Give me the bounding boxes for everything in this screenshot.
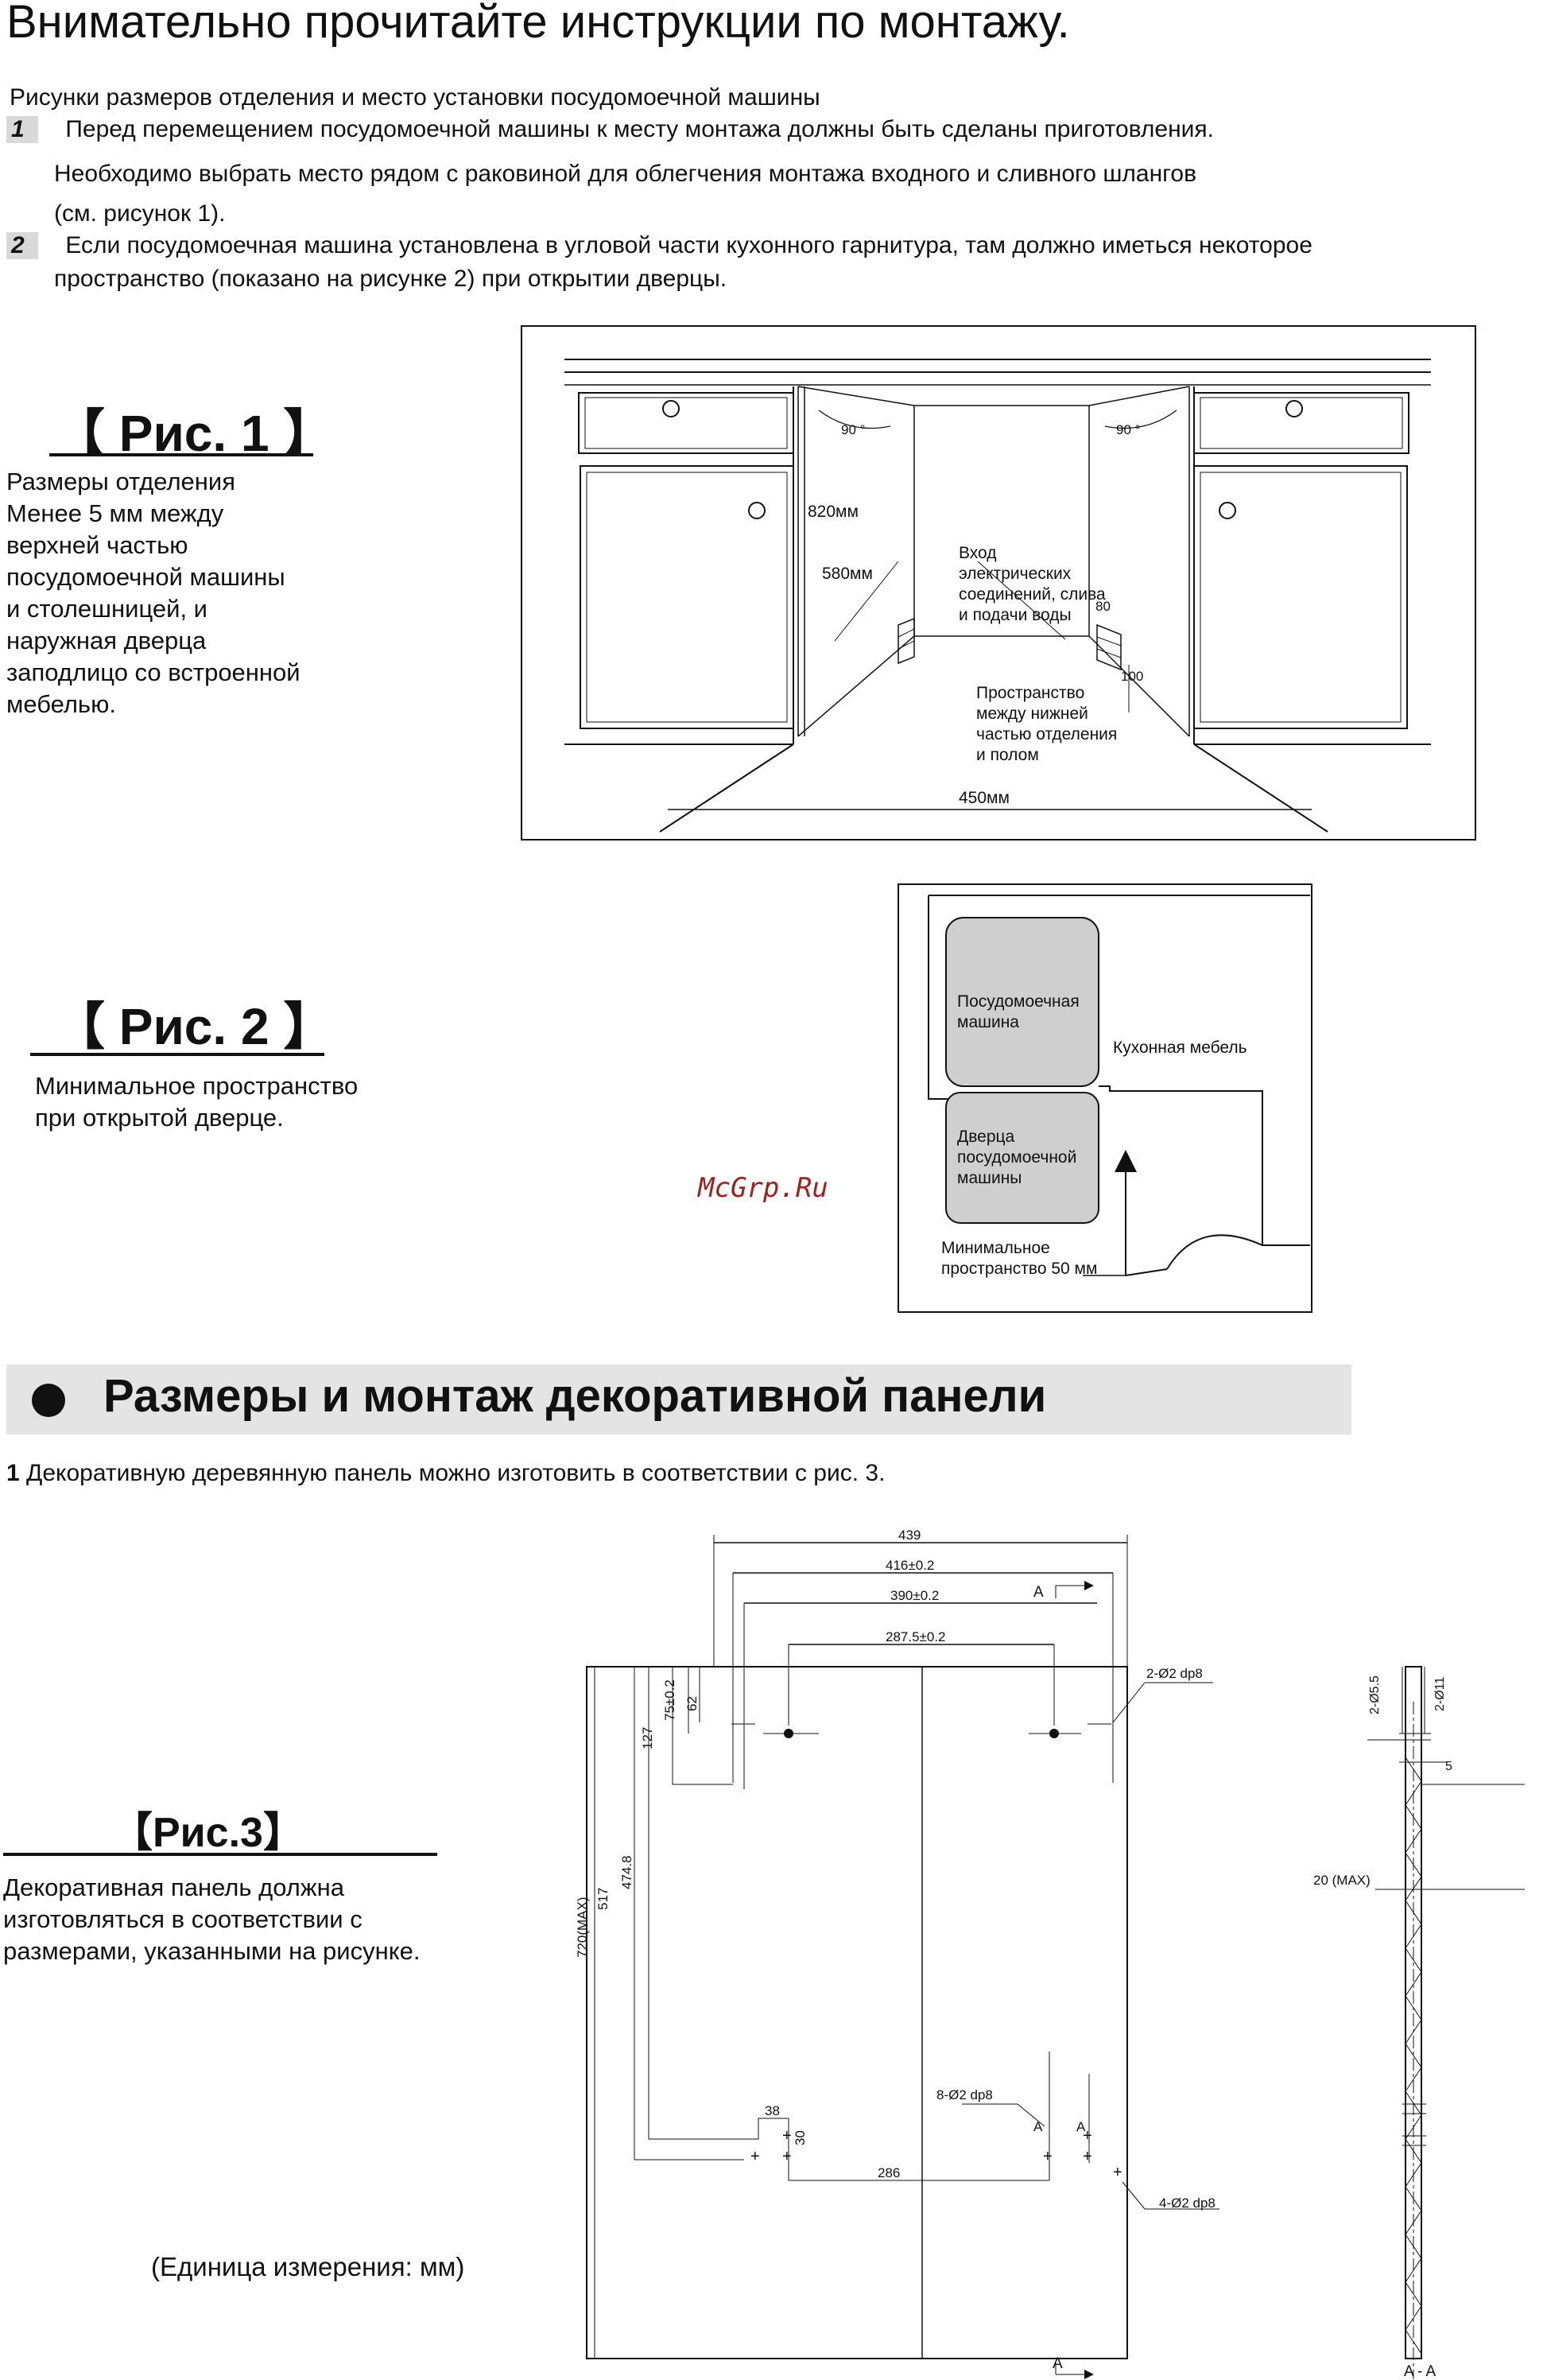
dim-38: 38 [765, 2103, 780, 2118]
fig1-title: 【 Рис. 1 】 [54, 405, 335, 462]
sec-dim-5: 5 [1445, 1760, 1452, 1773]
section-mark-bottom: A [1053, 2355, 1063, 2372]
svg-text:+: + [750, 2148, 760, 2165]
item-number: 1 [6, 116, 38, 143]
space-label-3: частью отделения [976, 725, 1117, 744]
space-label-2: между нижней [976, 705, 1088, 723]
hole-bot-label: 4-Ø2 dp8 [1159, 2196, 1216, 2211]
desc-line: мебелью. [6, 690, 116, 718]
dim-127: 127 [640, 1727, 655, 1749]
height-dim-label: 820мм [808, 503, 859, 521]
svg-text:+: + [782, 2148, 792, 2165]
space-label-1: Пространство [976, 684, 1084, 702]
section-band [6, 1365, 1351, 1435]
desc-line: при открытой дверце. [35, 1104, 284, 1132]
space-label-4: и полом [976, 746, 1039, 764]
dishwasher-label-2: машина [957, 1013, 1019, 1031]
hole-top-label: 2-Ø2 dp8 [1146, 1666, 1203, 1681]
entry-label-3: соединений, слива [959, 585, 1106, 604]
dim-390: 390±0.2 [890, 1588, 939, 1603]
door-label-3: машины [957, 1169, 1022, 1187]
section-aa-label: A - A [1404, 2363, 1436, 2380]
fig2-drawing: Посудомоечная машина Кухонная мебель Две… [898, 883, 1312, 1313]
item-text: Перед перемещением посудомоечной машины … [65, 116, 1214, 142]
dim-2875: 287.5±0.2 [886, 1629, 946, 1644]
desc-line: Размеры отделения [6, 468, 236, 495]
desc-line: Декоративная панель должна [3, 1873, 344, 1901]
dim-517: 517 [595, 1888, 611, 1910]
desc-line: и столешницей, и [6, 595, 207, 623]
watermark: McGrp.Ru [698, 1172, 828, 1204]
svg-text:+: + [1083, 2127, 1092, 2145]
intro-item-2: 2 Если посудомоечная машина установлена … [6, 232, 1312, 259]
fig2-description: Минимальное пространство при открытой дв… [35, 1070, 358, 1134]
dim-416: 416±0.2 [886, 1558, 934, 1573]
fig2-title: 【 Рис. 2 】 [54, 998, 335, 1055]
desc-line: верхней частью [6, 531, 188, 559]
item-text: Декоративную деревянную панель можно изг… [26, 1460, 886, 1486]
sec-dim-20: 20 (MAX) [1313, 1873, 1371, 1888]
fig1-underline [49, 453, 313, 456]
dim-720: 720(MAX) [575, 1897, 590, 1958]
dim-100-label: 100 [1121, 669, 1143, 684]
page-title: Внимательно прочитайте инструкции по мон… [6, 0, 1070, 48]
item-number: 2 [6, 232, 38, 259]
dim-439: 439 [898, 1528, 921, 1543]
dishwasher-label-1: Посудомоечная [957, 992, 1080, 1011]
fig1-description: Размеры отделения Менее 5 мм между верхн… [6, 466, 300, 720]
item-text: Если посудомоечная машина установлена в … [65, 232, 1312, 258]
sec-dim-55: 2-Ø5.5 [1368, 1675, 1382, 1714]
desc-line: Менее 5 мм между [6, 499, 224, 527]
depth-dim-label: 580мм [822, 565, 873, 583]
dim-75: 75±0.2 [662, 1679, 677, 1721]
svg-text:+: + [782, 2127, 792, 2145]
svg-text:+: + [1043, 2148, 1053, 2165]
dim-62: 62 [684, 1696, 700, 1711]
item-number: 1 [6, 1460, 20, 1486]
dim-30: 30 [793, 2130, 808, 2145]
svg-text:+: + [1113, 2164, 1122, 2181]
section-item-1: 1 Декоративную деревянную панель можно и… [6, 1460, 885, 1487]
angle-right-label: 90 ° [1116, 422, 1140, 437]
furniture-label: Кухонная мебель [1113, 1039, 1247, 1057]
entry-label-1: Вход [959, 544, 997, 562]
entry-label-4: и подачи воды [959, 606, 1072, 624]
svg-text:+: + [1083, 2148, 1092, 2165]
intro-item-1-line2: Необходимо выбрать место рядом с раковин… [54, 161, 1197, 187]
desc-line: наружная дверца [6, 627, 207, 654]
hole-mid-label: 8-Ø2 dp8 [936, 2087, 993, 2102]
intro-item-1-line3: (см. рисунок 1). [54, 200, 226, 227]
dim-286: 286 [878, 2165, 900, 2180]
width-dim-label: 450мм [959, 789, 1010, 807]
dim-4748: 474.8 [619, 1855, 634, 1889]
desc-line: изготовляться в соответствии с [3, 1905, 363, 1933]
fig2-underline [30, 1053, 324, 1056]
desc-line: заподлицо со встроенной [6, 658, 300, 686]
min-space-label-1: Минимальное [941, 1239, 1050, 1257]
section-mark-top: A [1033, 1584, 1044, 1601]
fig3-title: 【Рис.3】 [111, 1810, 304, 1856]
dim-80-label: 80 [1095, 599, 1111, 614]
fig1-drawing: 90 ° 90 ° 820мм 580мм Вход электрических… [521, 325, 1476, 841]
section-mark-a1: A [1033, 2119, 1043, 2134]
fig3-drawing: + + + + + + + 439 416±0.2 390±0.2 287.5±… [575, 1528, 1525, 2380]
intro-item-2-line2: пространство (показано на рисунке 2) при… [54, 266, 727, 292]
desc-line: посудомоечной машины [6, 563, 285, 591]
bullet-icon [32, 1384, 65, 1417]
fig3-description: Декоративная панель должна изготовляться… [3, 1872, 421, 1967]
units-note: (Единица измерения: мм) [151, 2252, 465, 2281]
angle-left-label: 90 ° [841, 422, 865, 437]
section-mark-a2: A [1076, 2119, 1086, 2134]
intro-item-1: 1 Перед перемещением посудомоечной машин… [6, 116, 1214, 143]
sec-dim-11: 2-Ø11 [1433, 1677, 1447, 1711]
door-label-1: Дверца [957, 1128, 1015, 1146]
desc-line: Минимальное пространство [35, 1072, 359, 1100]
fig3-underline [3, 1853, 437, 1856]
intro-heading: Рисунки размеров отделения и место устан… [10, 84, 820, 111]
door-label-2: посудомоечной [957, 1148, 1076, 1167]
section-title: Размеры и монтаж декоративной панели [103, 1370, 1047, 1422]
entry-label-2: электрических [959, 565, 1072, 583]
desc-line: размерами, указанными на рисунке. [3, 1937, 421, 1965]
min-space-label-2: пространство 50 мм [941, 1260, 1097, 1278]
